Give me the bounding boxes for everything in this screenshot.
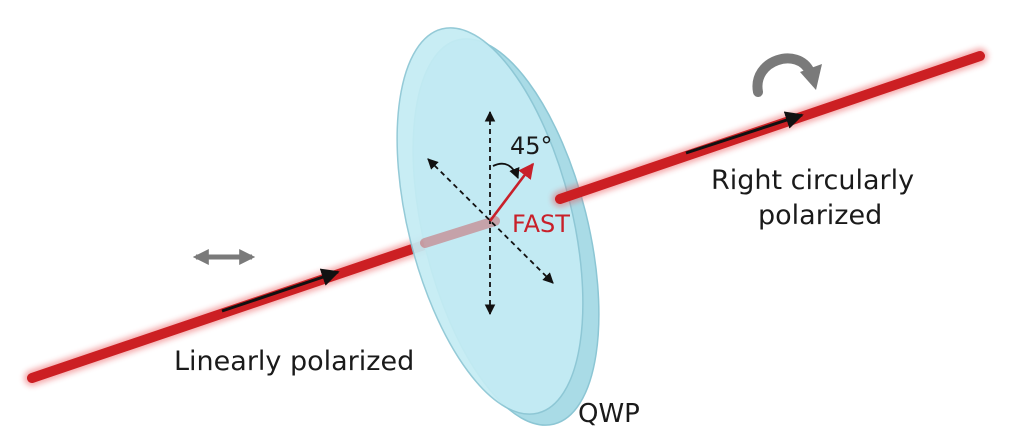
propagation-arrow-left [221, 268, 340, 313]
fast-axis-label: FAST [512, 210, 570, 238]
curved-rotation-arrow-icon [752, 53, 822, 97]
output-polarization-label-line1: Right circularly [711, 165, 914, 196]
angle-arc [492, 162, 520, 180]
output-beam [552, 48, 988, 207]
plate-label: QWP [578, 399, 640, 429]
output-polarization-label-line2: polarized [758, 200, 882, 231]
angle-label: 45° [510, 132, 553, 160]
input-polarization-label: Linearly polarized [174, 346, 414, 377]
propagation-arrow-right [685, 111, 804, 155]
fast-axis-arrow [488, 162, 535, 222]
quarter-wave-plate [396, 27, 600, 426]
diagonal-axis [427, 158, 554, 284]
